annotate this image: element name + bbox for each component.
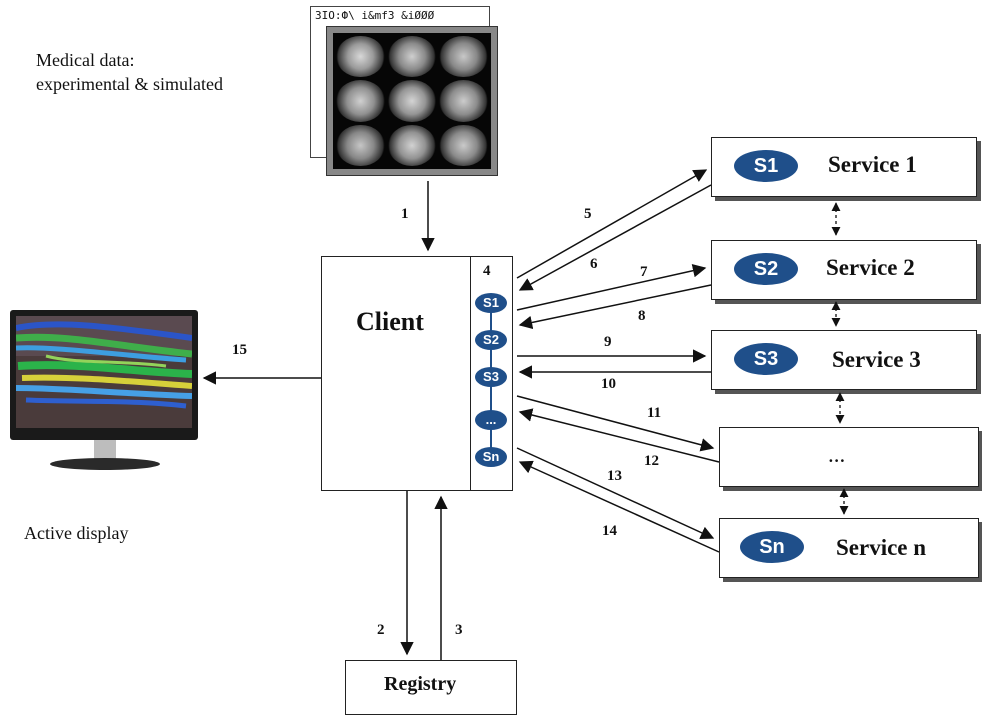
- monitor-icon: [10, 310, 200, 475]
- fiber-tract-image: [15, 316, 193, 428]
- service-box-3: S3 Service 3: [711, 330, 977, 390]
- active-display-label: Active display: [24, 523, 129, 543]
- arrow-label-8: 8: [638, 308, 646, 324]
- brain-slice-icon: [336, 36, 385, 78]
- brain-slice-icon: [439, 124, 488, 166]
- arrow-11: [516, 395, 715, 452]
- client-port-s2: S2: [475, 330, 507, 350]
- arrow-label-14: 14: [602, 523, 617, 539]
- arrow-label-13: 13: [607, 468, 622, 484]
- port-strip-number: 4: [483, 263, 491, 279]
- service-badge-sn: Sn: [740, 531, 804, 563]
- client-port-strip: 4 S1 S2 S3 ... Sn: [471, 256, 513, 491]
- arrow-6: [518, 184, 712, 291]
- service-box-ellipsis: ...: [719, 427, 979, 487]
- brain-slice-icon: [336, 124, 385, 166]
- brain-slice-icon: [336, 80, 385, 122]
- arrow-label-10: 10: [601, 376, 616, 392]
- arrow-label-9: 9: [604, 334, 612, 350]
- service-box-n: Sn Service n: [719, 518, 979, 578]
- service-name-ellipsis: ...: [828, 442, 846, 467]
- service-badge-s1: S1: [734, 150, 798, 182]
- brain-slice-icon: [439, 36, 488, 78]
- registry-box: Registry: [345, 660, 517, 715]
- brain-slice-icon: [387, 124, 437, 166]
- arrow-7: [516, 264, 707, 311]
- scan-front-image: [326, 26, 498, 176]
- client-port-s3: S3: [475, 367, 507, 387]
- arrow-label-11: 11: [647, 405, 662, 421]
- client-port-sn: Sn: [475, 447, 507, 467]
- brain-slice-icon: [439, 80, 488, 122]
- arrow-label-12: 12: [644, 453, 659, 469]
- scan-back-header: ЗIO:Ф\ i&mf3 &iØØØ: [315, 9, 435, 22]
- medical-scan-stack: ЗIO:Ф\ i&mf3 &iØØØ: [302, 6, 502, 181]
- arrow-label-1: 1: [401, 206, 409, 222]
- service-name-2: Service 2: [826, 255, 915, 280]
- service-name-1: Service 1: [828, 152, 917, 177]
- medical-data-label: Medical data: experimental & simulated: [36, 48, 223, 96]
- medical-data-label-line1: Medical data:: [36, 50, 135, 70]
- client-box: Client: [321, 256, 471, 491]
- client-port-ellipsis: ...: [475, 410, 507, 430]
- arrow-13: [516, 447, 715, 540]
- service-box-2: S2 Service 2: [711, 240, 977, 300]
- service-badge-s3: S3: [734, 343, 798, 375]
- arrow-label-2: 2: [377, 622, 385, 638]
- monitor-screen: [10, 310, 198, 440]
- brain-slice-icon: [387, 80, 437, 122]
- monitor-base: [50, 458, 160, 470]
- arrow-12: [518, 408, 720, 463]
- service-badge-s2: S2: [734, 253, 798, 285]
- monitor-stand: [94, 440, 116, 462]
- service-box-1: S1 Service 1: [711, 137, 977, 197]
- arrow-8: [518, 284, 712, 330]
- medical-data-label-line2: experimental & simulated: [36, 74, 223, 94]
- arrow-label-3: 3: [455, 622, 463, 638]
- arrow-14: [518, 460, 720, 553]
- brain-slice-icon: [387, 36, 437, 78]
- service-name-3: Service 3: [832, 347, 921, 372]
- client-label: Client: [356, 307, 424, 336]
- arrow-label-5: 5: [584, 206, 592, 222]
- arrow-5: [516, 169, 708, 279]
- arrow-label-15: 15: [232, 342, 247, 358]
- arrow-label-7: 7: [640, 264, 648, 280]
- registry-label: Registry: [384, 673, 457, 695]
- client-port-s1: S1: [475, 293, 507, 313]
- service-name-n: Service n: [836, 535, 927, 560]
- arrow-label-6: 6: [590, 256, 598, 272]
